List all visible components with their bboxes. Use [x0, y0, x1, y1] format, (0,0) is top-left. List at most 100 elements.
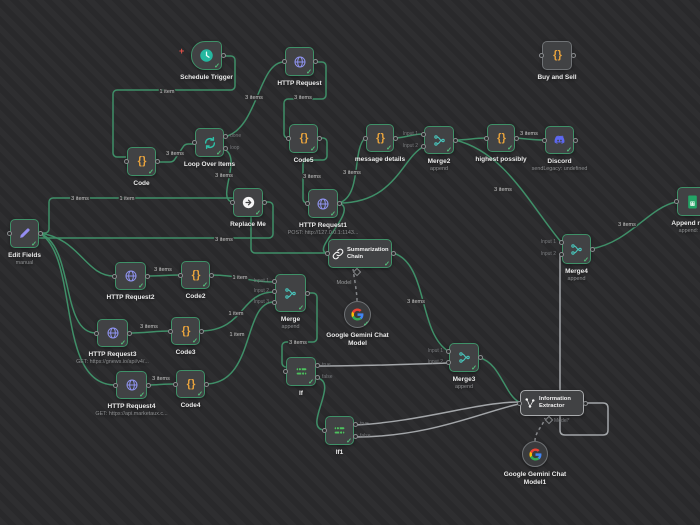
node-schedule-trigger[interactable]: ✓ [191, 41, 222, 70]
output-port[interactable] [208, 272, 214, 278]
node-buy-and-sell[interactable]: { } [542, 41, 572, 70]
output-port[interactable] [314, 375, 320, 381]
connection-code4-to-merge-in3[interactable] [204, 301, 275, 385]
node-merge4[interactable]: ✓ [562, 234, 591, 264]
input-port[interactable] [362, 135, 368, 141]
connection-code5-to-http1[interactable] [302, 137, 328, 204]
input-port[interactable] [558, 239, 564, 245]
input-port[interactable] [281, 59, 287, 64]
connection-code3-to-merge-in2[interactable] [199, 291, 275, 332]
node-merge2[interactable]: ✓ [424, 126, 454, 154]
output-port[interactable] [154, 159, 160, 164]
node-highest-possibly[interactable]: { }✓ [487, 124, 515, 152]
node-code5[interactable]: { }✓ [289, 124, 318, 153]
input-port[interactable] [93, 330, 99, 336]
node-http-request[interactable]: ✓ [285, 47, 314, 76]
node-code[interactable]: { }✓ [127, 147, 156, 176]
input-port[interactable] [172, 381, 178, 387]
output-port[interactable] [144, 273, 150, 279]
input-port[interactable] [558, 251, 564, 257]
output-port[interactable] [312, 59, 318, 64]
input-port[interactable] [191, 140, 197, 145]
output-port[interactable] [589, 246, 595, 252]
connection-merge2-to-merge4-in1[interactable] [454, 139, 562, 243]
input-port[interactable] [483, 135, 489, 141]
connection-http1-to-messagedetails[interactable] [338, 137, 366, 204]
output-port[interactable] [314, 363, 320, 369]
connection-if-false-to-if1[interactable] [316, 377, 326, 431]
connection-http1-to-merge2-in2[interactable] [338, 146, 424, 204]
input-port[interactable] [673, 199, 679, 204]
output-port[interactable] [126, 330, 132, 336]
input-port[interactable] [167, 328, 173, 334]
input-port[interactable] [516, 400, 522, 406]
connection-http2-to-code2[interactable] [145, 274, 181, 277]
input-port[interactable] [541, 137, 547, 143]
connection-if1-true-to-extractor[interactable] [354, 401, 520, 426]
output-port[interactable] [477, 355, 483, 360]
output-port[interactable] [316, 136, 322, 141]
connection-merge3-to-extractor[interactable] [479, 357, 520, 403]
connection-merge2-to-highest[interactable] [454, 137, 487, 141]
node-message-details[interactable]: { }✓ [366, 124, 394, 152]
output-port[interactable] [582, 400, 588, 406]
output-port[interactable] [390, 251, 396, 256]
input-port[interactable] [271, 299, 277, 305]
input-port[interactable] [445, 360, 451, 366]
node-loop-over-items[interactable]: ✓ [195, 128, 224, 157]
input-port[interactable] [123, 159, 129, 164]
node-discord[interactable]: ✓ [545, 126, 574, 154]
connection-code-to-loop[interactable] [156, 143, 194, 163]
connection-http3-to-code3[interactable] [127, 330, 171, 334]
connection-code2-to-merge-in1[interactable] [209, 274, 275, 283]
node-if[interactable]: ✓ [286, 357, 316, 386]
input-port[interactable] [538, 53, 544, 58]
output-port[interactable] [220, 53, 226, 58]
node-information-extractor[interactable]: Information Extractor [520, 390, 584, 416]
node-gemini-model1[interactable] [522, 441, 548, 467]
input-port[interactable] [111, 273, 117, 279]
connection-editfields-to-chain[interactable] [39, 197, 327, 254]
input-port[interactable] [420, 143, 426, 149]
output-port[interactable] [570, 53, 576, 58]
connection-if1-false-to-extractor[interactable] [354, 403, 520, 438]
input-port[interactable] [324, 251, 330, 256]
node-http-request1[interactable]: ✓ [308, 189, 338, 218]
node-replace-me[interactable]: ✓ [233, 188, 263, 217]
output-port[interactable] [572, 137, 578, 143]
output-port[interactable] [222, 145, 228, 151]
output-port[interactable] [452, 137, 458, 143]
node-summarization-chain[interactable]: Summarization Chain✓ [328, 239, 392, 268]
output-port[interactable] [336, 201, 342, 206]
connection-gemini1-to-extractor-model[interactable] [534, 417, 546, 442]
node-if1[interactable]: ✓ [325, 416, 354, 445]
output-port[interactable] [352, 422, 358, 428]
input-port[interactable] [282, 369, 288, 374]
connection-http-to-code5[interactable] [283, 61, 327, 139]
connection-if-true-to-merge3-in2[interactable] [316, 362, 449, 367]
node-http-request4[interactable]: ✓ [116, 371, 147, 399]
output-port[interactable] [392, 135, 398, 141]
node-gemini-model[interactable]: ✓ [344, 301, 371, 328]
connection-http1-to-chain[interactable] [322, 202, 345, 254]
output-port[interactable] [145, 382, 151, 388]
connection-loop-done-to-http[interactable] [223, 61, 285, 138]
connection-merge-to-if[interactable] [281, 292, 318, 368]
node-http-request2[interactable]: ✓ [115, 262, 146, 290]
input-port[interactable] [420, 131, 426, 137]
input-port[interactable] [271, 289, 277, 295]
input-port[interactable] [229, 200, 235, 205]
node-merge[interactable]: ✓ [275, 274, 306, 312]
output-port[interactable] [352, 434, 358, 440]
output-port[interactable] [304, 290, 310, 296]
connection-merge4-to-appendrow[interactable] [590, 201, 677, 250]
node-code2[interactable]: { }✓ [181, 261, 210, 289]
input-port[interactable] [177, 272, 183, 278]
input-port[interactable] [271, 279, 277, 285]
node-append-row[interactable]: ✓ [677, 187, 700, 216]
node-http-request3[interactable]: ✓ [97, 319, 128, 347]
input-port[interactable] [445, 348, 451, 354]
output-port[interactable] [513, 135, 519, 141]
connection-editfields-to-http4[interactable] [38, 232, 116, 386]
